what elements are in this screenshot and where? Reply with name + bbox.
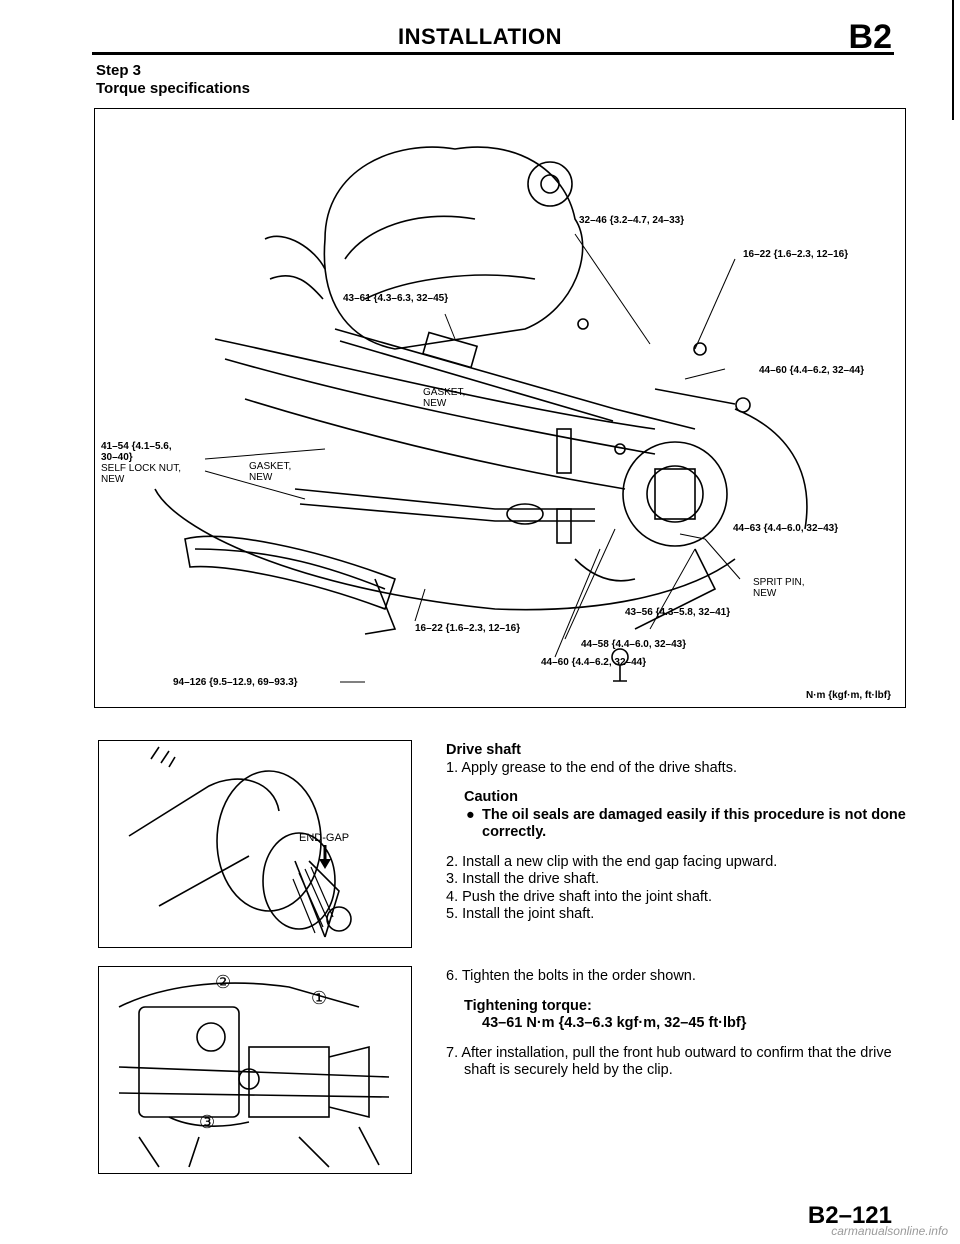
instructions-heading: Drive shaft <box>446 742 521 758</box>
torque-callout-9: 44–58 {4.4–6.0, 32–43} <box>581 639 687 650</box>
torque-callout-8: 16–22 {1.6–2.3, 12–16} <box>415 623 521 634</box>
bolt-marker-1: ① <box>311 988 328 1008</box>
bolt-marker-2: ② <box>215 972 232 992</box>
torque-callout-5: 41–54 {4.1–5.6, 30–40} SELF LOCK NUT, NE… <box>101 441 182 485</box>
bolt-marker-3: ③ <box>199 1112 216 1132</box>
torque-callout-1: 32–46 {3.2–4.7, 24–33} <box>579 215 685 226</box>
step-heading: Step 3 Torque specifications <box>96 62 250 98</box>
sprit-pin-label: SPRIT PIN, NEW <box>753 577 805 599</box>
torque-callout-10: 44–60 {4.4–6.2, 32–44} <box>541 657 647 668</box>
torque-callout-2: 16–22 {1.6–2.3, 12–16} <box>743 249 849 260</box>
torque-value: 43–61 N·m {4.3–6.3 kgf·m, 32–45 ft·lbf} <box>482 1015 747 1031</box>
bolt-order-drawing <box>118 982 390 1168</box>
bolt-instructions: 6. Tighten the bolts in the order shown.… <box>446 968 906 1080</box>
drive-shaft-instructions: Drive shaft 1. Apply grease to the end o… <box>446 742 906 924</box>
torque-callout-4: 44–60 {4.4–6.2, 32–44} <box>759 365 865 376</box>
torque-title: Tightening torque: <box>464 997 592 1014</box>
torque-callout-7: 43–56 {4.3–5.8, 32–41} <box>625 607 731 618</box>
torque-diagram: 32–46 {3.2–4.7, 24–33} 16–22 {1.6–2.3, 1… <box>94 108 906 708</box>
bolt-order-figure: ② ① ③ <box>98 966 412 1174</box>
end-gap-drawing <box>128 746 352 938</box>
gasket-label-1: GASKET, NEW <box>423 387 466 409</box>
torque-callout-6: 44–63 {4.4–6.0, 32–43} <box>733 523 839 534</box>
gasket-label-2: GASKET, NEW <box>249 461 292 483</box>
instruction-step-7: 7. After installation, pull the front hu… <box>446 1044 892 1079</box>
step-number: Step 3 <box>96 62 142 79</box>
margin-rule <box>952 0 954 120</box>
caution-title: Caution <box>464 789 518 805</box>
instruction-step-6: 6. Tighten the bolts in the order shown. <box>446 968 696 984</box>
bullet-icon: ● <box>466 806 475 823</box>
torque-units: N·m {kgf·m, ft·lbf} <box>806 690 891 701</box>
instruction-step-4: 4. Push the drive shaft into the joint s… <box>446 888 712 905</box>
watermark: carmanualsonline.info <box>831 1224 948 1238</box>
page-number: B2–121 <box>807 1202 892 1229</box>
torque-callout-11: 94–126 {9.5–12.9, 69–93.3} <box>173 677 298 688</box>
torque-diagram-drawing <box>154 146 808 683</box>
header-rule <box>92 52 894 55</box>
end-gap-figure: END-GAP <box>98 740 412 948</box>
instruction-step-3: 3. Install the drive shaft. <box>446 871 600 887</box>
section-code: B2 <box>848 18 892 56</box>
caution-text: ●The oil seals are damaged easily if thi… <box>466 806 906 841</box>
instruction-step-2: 2. Install a new clip with the end gap f… <box>446 853 778 870</box>
instruction-step-5: 5. Install the joint shaft. <box>446 906 595 922</box>
end-gap-label: END-GAP <box>299 832 350 844</box>
step-subtitle: Torque specifications <box>96 80 250 97</box>
page-title: INSTALLATION <box>397 24 563 49</box>
torque-callout-3: 43–61 {4.3–6.3, 32–45} <box>343 293 449 304</box>
instruction-step-1: 1. Apply grease to the end of the drive … <box>446 759 737 776</box>
